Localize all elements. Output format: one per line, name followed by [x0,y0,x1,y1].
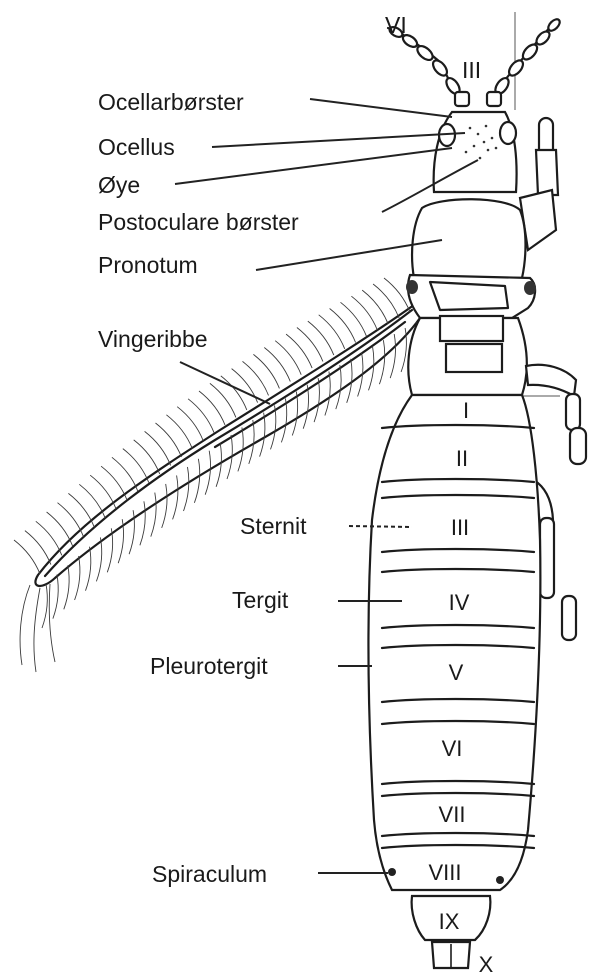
label-pleurotergite: Pleurotergit [150,653,268,679]
label-wing-vein: Vingeribbe [98,326,208,352]
stipple-dot [479,157,482,160]
fringe-hair [25,531,51,565]
segment-label-vi: VI [442,736,463,761]
fringe-hair [384,278,410,312]
stipple-dot [465,151,468,154]
fringe-hair [362,290,388,324]
segment-label-i: I [463,398,469,423]
fringe-hair [308,321,334,355]
fringe-hair [243,361,269,395]
wing-fringe-upper [14,278,410,574]
stipple-dot [473,145,476,148]
fringe-hair [53,575,58,619]
leader-ocellar [310,99,452,117]
fringe-hair [221,376,247,410]
fringe-hair [156,423,182,457]
label-tergite: Tergit [232,587,289,613]
fringe-hair [75,556,80,600]
fringe-hair [173,475,178,519]
fringe-hair [373,284,399,318]
stipple-dot [469,127,472,130]
wing-membrane [35,302,420,586]
fringe-hair [341,302,367,336]
stipple-dot [477,133,480,136]
stipple-dot [483,141,486,144]
fringe-hair [275,341,301,375]
antenna-label-iii: III [462,57,481,83]
label-eye: Øye [98,172,140,198]
fringe-hair [199,391,225,425]
label-ocellus: Ocellus [98,134,175,160]
fringe-hair [351,296,377,330]
fringe-hair [253,354,279,388]
fringe-hair [14,540,40,574]
wing-vein-secondary [215,322,405,447]
midleg [526,365,586,464]
fringe-hair [166,415,192,449]
wing-tip-fringe [20,584,55,672]
spiracle-left [388,868,396,876]
label-ocellar-bristles: Ocellarbørster [98,89,244,115]
segment-label-x: X [479,952,494,974]
fringe-hair [319,315,345,349]
wing [14,278,420,672]
fringe-hair [347,359,352,403]
fringe-hair [330,309,356,343]
fringe-hair [297,328,323,362]
label-spiracle: Spiraculum [152,861,267,887]
fringe-hair [151,493,156,537]
fringe-hair [42,584,47,628]
fringe-hair [264,348,290,382]
leader-eye [175,148,452,184]
right-antenna [487,17,562,106]
segment-label-vii: VII [439,802,466,827]
spiracle-right [496,876,504,884]
segment-label-ii: II [456,446,468,471]
eye-right [500,122,516,144]
label-sternite: Sternit [240,513,307,539]
fringe-hair [379,340,384,384]
segment-label-v: V [449,660,464,685]
fringe-hair [390,334,395,378]
fringe-hair [177,407,203,441]
fringe-hair [123,449,149,483]
fringe-hair [286,334,312,368]
fringe-hair [129,510,134,554]
fringe-hair [64,565,69,609]
fringe-hair [184,467,189,511]
fringe-hair [188,399,214,433]
fringe-hair [140,501,145,545]
stipple-dot [487,149,490,152]
fringe-hair [194,459,199,503]
fringe-hair [232,369,258,403]
fringe-hair [401,328,406,372]
antenna-label-vi: VI [385,12,407,38]
label-postocular-bristles: Postoculare børster [98,209,299,235]
segment-label-ix: IX [439,909,460,934]
segment-label-iii: III [451,515,469,540]
segment-label-iv: IV [449,590,470,615]
pronotum [412,199,525,278]
fringe-hair [210,383,236,417]
stipple-dot [485,125,488,128]
fringe-hair [162,484,167,528]
fringe-hair [145,431,171,465]
thorax [406,275,536,395]
segment-label-viii: VIII [428,860,461,885]
fringe-hair [134,440,160,474]
label-pronotum: Pronotum [98,252,198,278]
leader-ocellus [212,133,465,147]
wing-fringe-lower [42,322,417,628]
head [434,112,517,192]
stipple-dot [491,137,494,140]
stipple-dot [495,147,498,150]
